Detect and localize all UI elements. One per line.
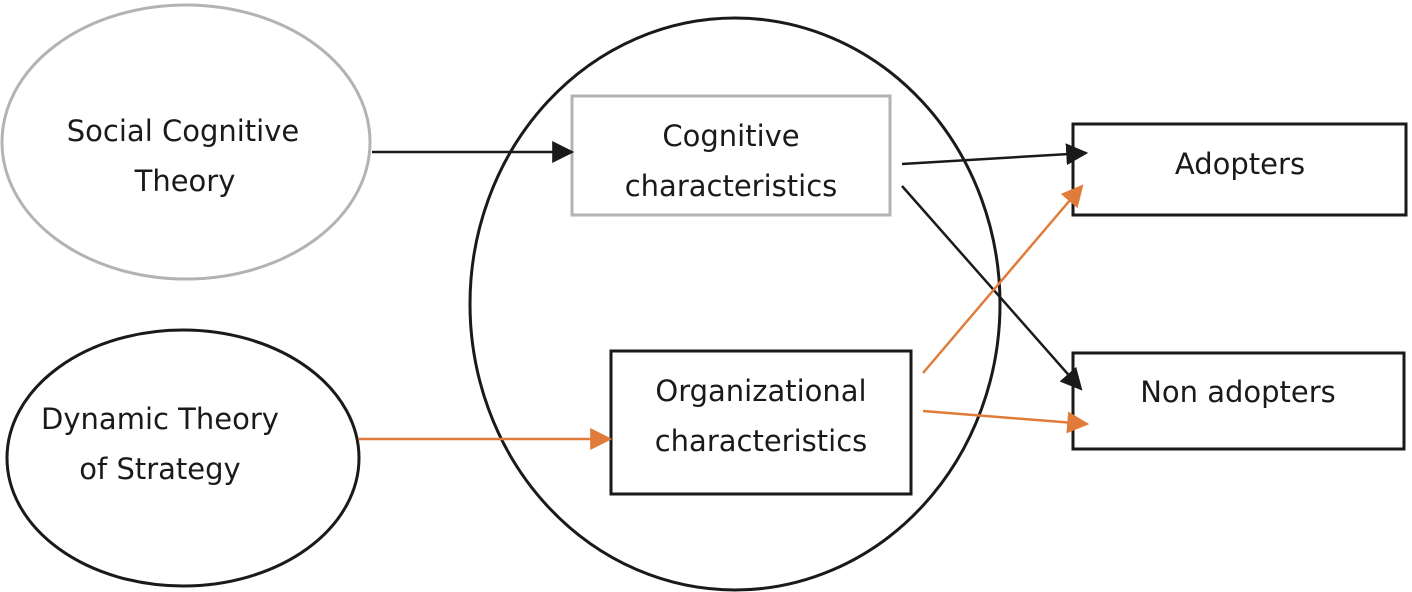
characteristics-enclosure-ellipse — [468, 16, 1002, 592]
cognitive-characteristics-node: Cognitive characteristics — [570, 94, 892, 217]
arrow-organizational-to-non-adopters — [922, 409, 1090, 434]
adopters-label: Adopters — [1175, 147, 1305, 181]
non-adopters-box — [1071, 351, 1406, 451]
dynamic-theory-of-strategy-ellipse — [5, 328, 361, 588]
adopters-box — [1071, 122, 1408, 217]
non-adopters-label: Non adopters — [1140, 375, 1336, 409]
dynamic-theory-of-strategy-node: Dynamic Theory of Strategy — [5, 328, 361, 588]
arrow-organizational-to-adopters — [922, 184, 1084, 374]
organizational-characteristics-label-line2: characteristics — [655, 424, 868, 458]
cognitive-characteristics-box — [570, 94, 892, 217]
social-cognitive-theory-node: Social Cognitive Theory — [0, 3, 372, 281]
cognitive-characteristics-label-line1: Cognitive — [662, 119, 799, 153]
organizational-characteristics-label-line1: Organizational — [655, 374, 866, 408]
organizational-characteristics-node: Organizational characteristics — [609, 349, 913, 496]
cognitive-characteristics-label-line2: characteristics — [625, 169, 838, 203]
adopters-node: Adopters — [1071, 122, 1408, 217]
organizational-characteristics-box — [609, 349, 913, 496]
social-cognitive-theory-label-line2: Theory — [134, 164, 236, 198]
non-adopters-node: Non adopters — [1071, 351, 1406, 451]
social-cognitive-theory-ellipse — [0, 3, 372, 281]
social-cognitive-theory-label-line1: Social Cognitive — [67, 114, 299, 148]
dynamic-theory-of-strategy-label-line1: Dynamic Theory — [41, 402, 279, 436]
arrow-cognitive-to-non-adopters — [901, 185, 1083, 391]
dynamic-theory-of-strategy-label-line2: of Strategy — [79, 452, 240, 486]
arrow-cognitive-to-adopters — [901, 143, 1089, 166]
